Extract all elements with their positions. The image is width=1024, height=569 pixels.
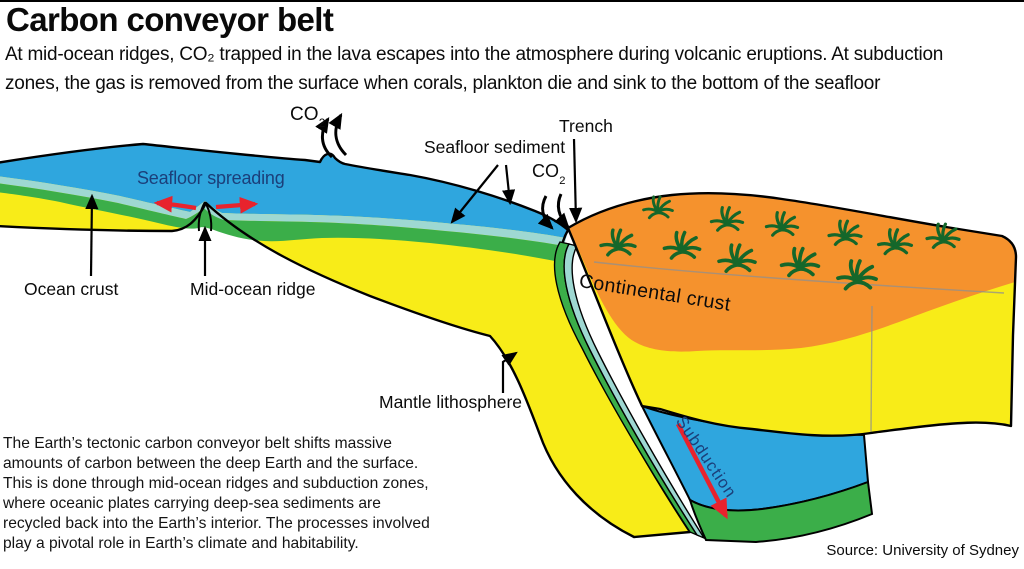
- spreading-arrow-right: [215, 196, 259, 214]
- intro-line-1: At mid-ocean ridges, CO₂ trapped in the …: [5, 44, 944, 65]
- sediment-arrow-right: [502, 164, 516, 206]
- subducting-sediment-teal-stripe: [563, 243, 706, 540]
- continental-block: [566, 191, 1018, 437]
- page-title: Carbon conveyor belt: [6, 1, 334, 38]
- surface-fold-line: [593, 261, 1005, 294]
- seafloor-spreading-arrows: [153, 195, 259, 214]
- continental-block-outline: [566, 191, 1018, 437]
- subduction-arrow: [676, 422, 728, 520]
- trench-label: Trench: [559, 116, 613, 136]
- description-line: play a pivotal role in Earth’s climate a…: [3, 534, 359, 552]
- seafloor-sediment-label: Seafloor sediment: [424, 137, 566, 157]
- subduction-plane: [639, 404, 874, 544]
- description-line: recycled back into the Earth’s interior.…: [3, 514, 430, 532]
- co2-absorption-arrows: [537, 193, 570, 230]
- mantle-lithosphere-arrow: [501, 351, 518, 393]
- subduction-plane-green: [688, 480, 874, 544]
- ocean-water-shape: [0, 144, 568, 238]
- seafloor-sediment-layer: [0, 176, 566, 246]
- description-text: The Earth’s tectonic carbon conveyor bel…: [3, 434, 430, 553]
- subducting-crust-stripes: [553, 241, 706, 540]
- description-line: This is done through mid-ocean ridges an…: [3, 474, 429, 492]
- description-line: amounts of carbon between the deep Earth…: [3, 454, 419, 472]
- ocean-crust-layer: [0, 183, 564, 262]
- description-line: The Earth’s tectonic carbon conveyor bel…: [3, 435, 392, 452]
- co2-ridge-label: CO2: [290, 104, 326, 130]
- mid-ocean-ridge-label: Mid-ocean ridge: [190, 279, 316, 299]
- trench-arrow: [569, 138, 583, 224]
- ocean-crust-arrow: [85, 193, 99, 277]
- mantle-lithosphere-label: Mantle lithosphere: [379, 392, 522, 412]
- spreading-arrow-left: [153, 195, 197, 213]
- label-leader-arrows: [85, 138, 583, 393]
- source-credit: Source: University of Sydney: [826, 542, 1019, 559]
- sediment-arrow-left: [450, 164, 499, 224]
- top-border: [0, 0, 1024, 2]
- corner-fold-line: [870, 305, 873, 433]
- seafloor-spreading-label: Seafloor spreading: [137, 168, 285, 188]
- co2-trench-label: CO2: [532, 161, 566, 187]
- description-line: where oceanic plates carrying deep-sea s…: [3, 494, 381, 512]
- intro-text: At mid-ocean ridges, CO₂ trapped in the …: [5, 41, 943, 98]
- co2-emission-arrows: [315, 112, 348, 159]
- intro-line-2: zones, the gas is removed from the surfa…: [5, 72, 881, 94]
- ocean-crust-label: Ocean crust: [24, 279, 119, 299]
